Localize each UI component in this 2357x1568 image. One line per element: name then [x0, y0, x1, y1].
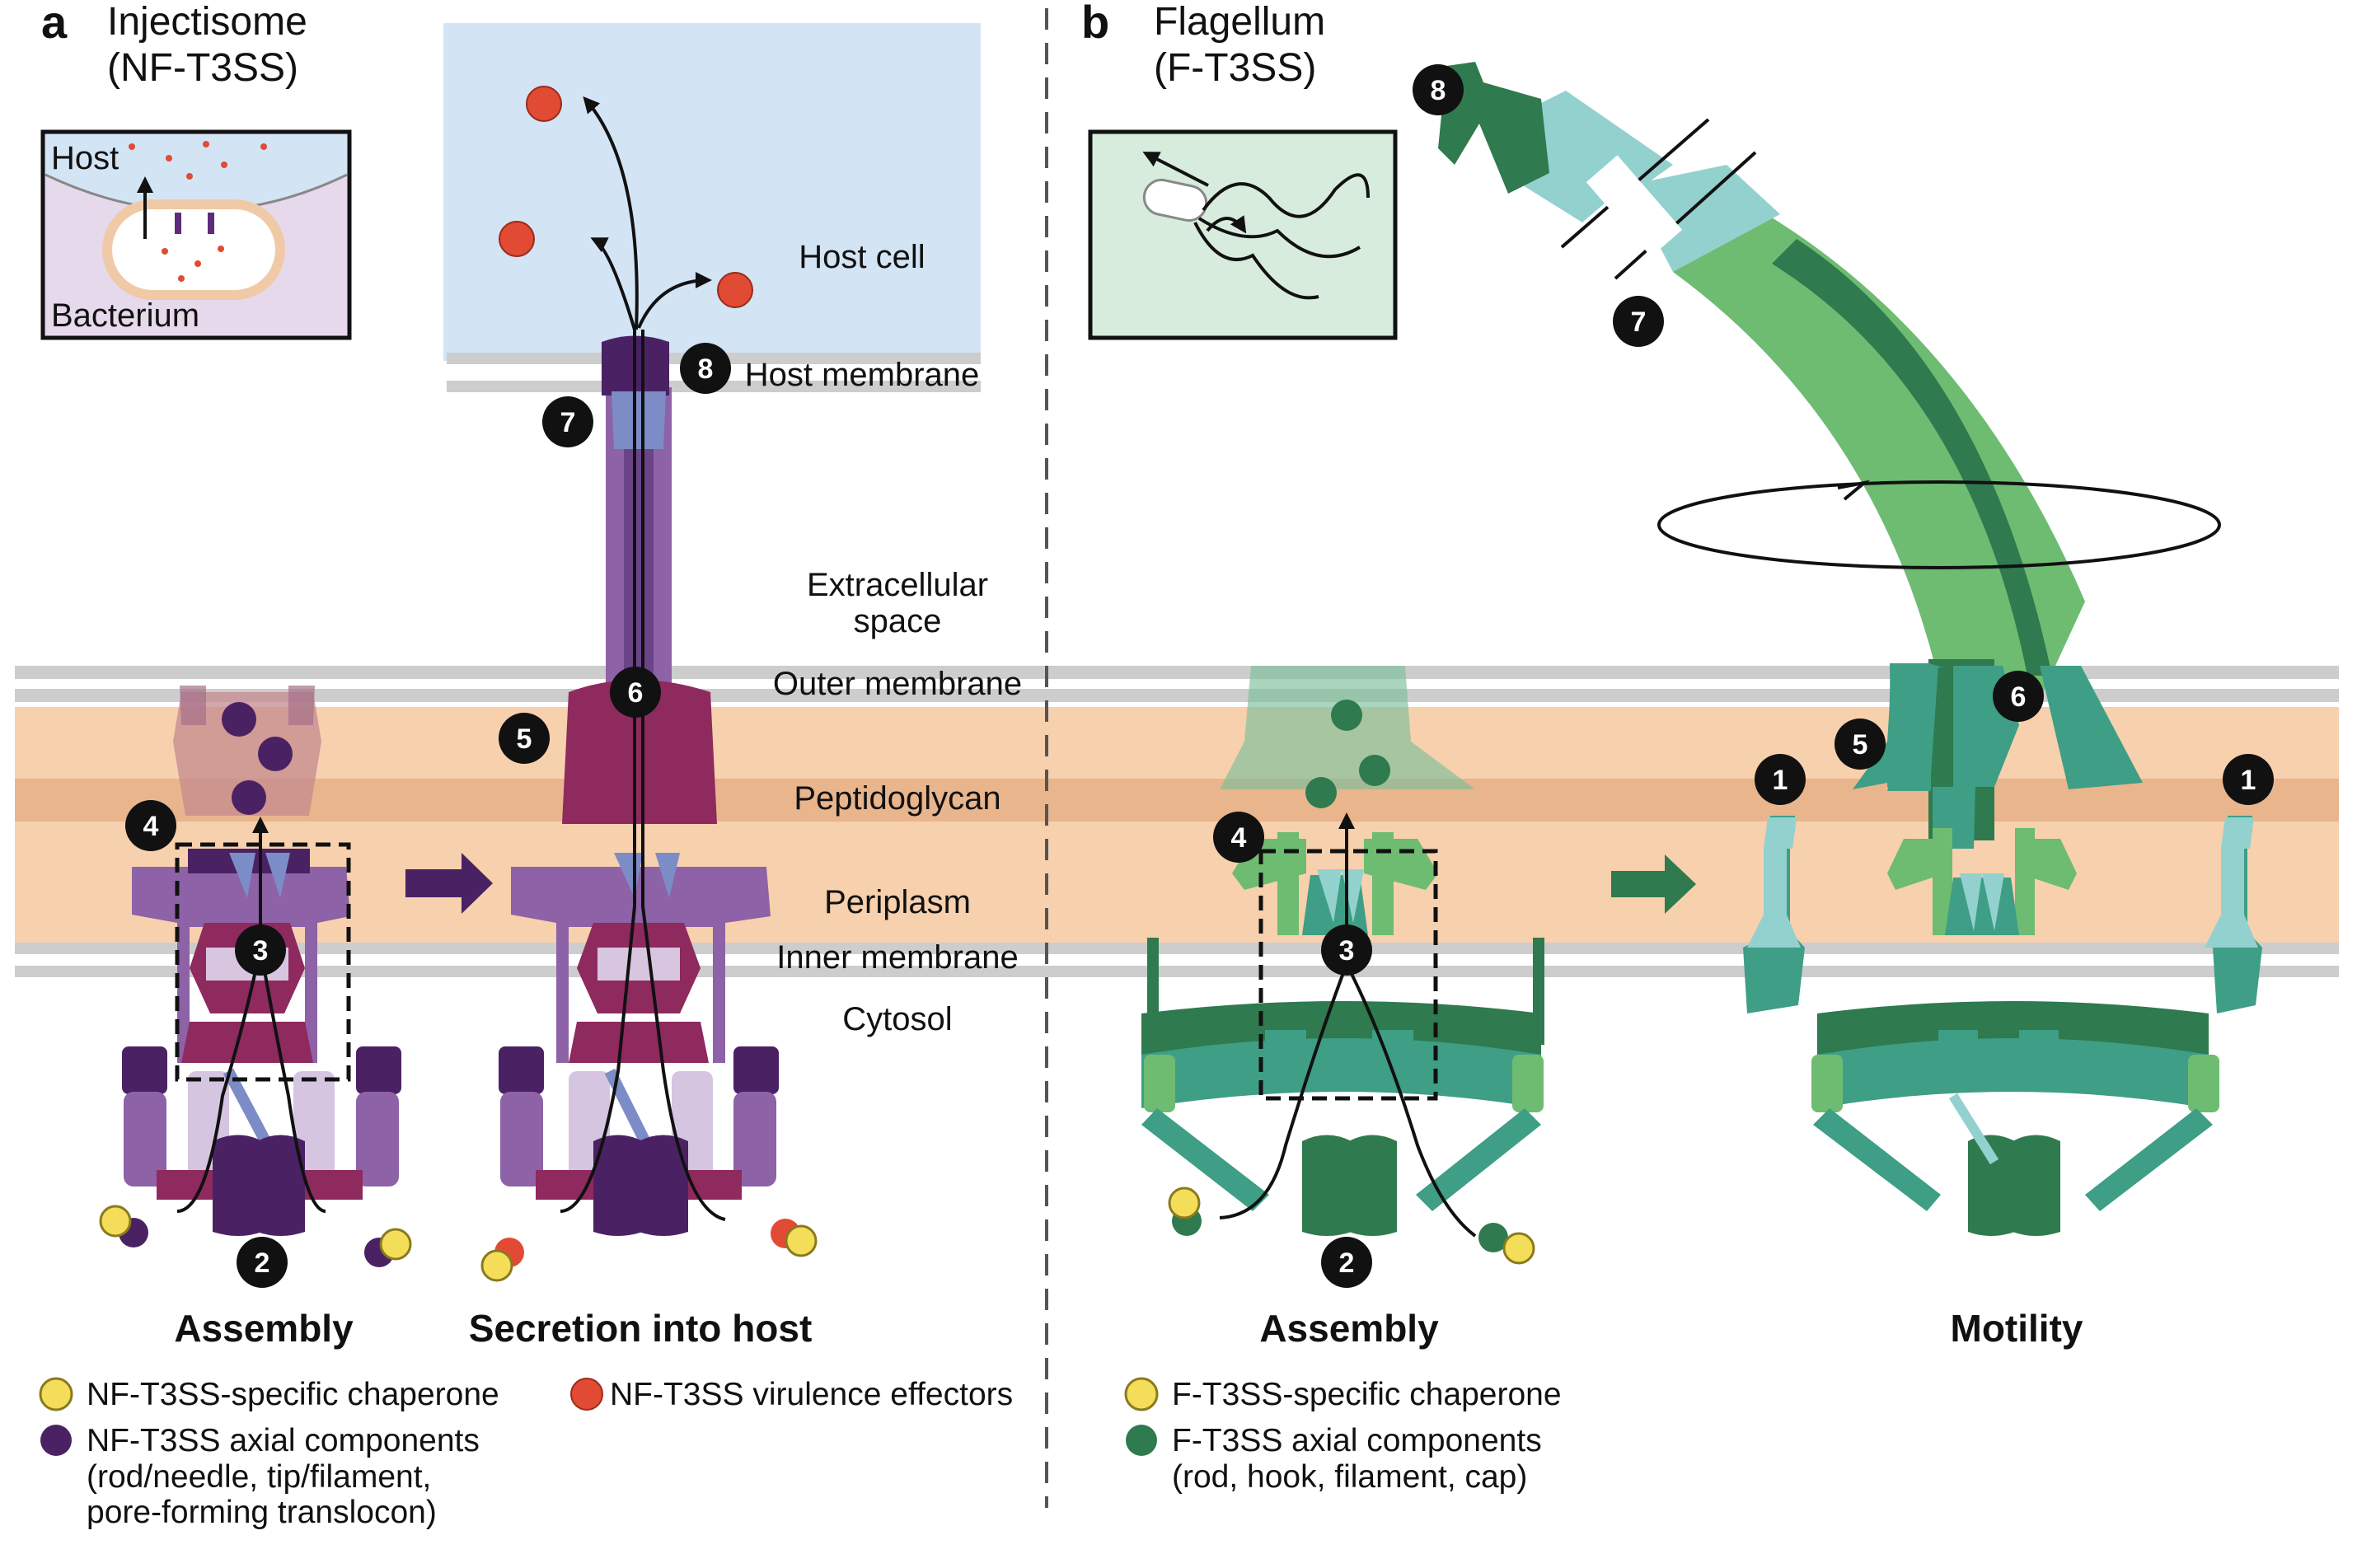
- svg-text:5: 5: [517, 723, 532, 755]
- svg-text:7: 7: [560, 407, 576, 438]
- svg-text:2: 2: [255, 1247, 270, 1279]
- legend-b-chaperone: F-T3SS-specific chaperone: [1172, 1377, 1562, 1412]
- panel-a-subtitle: (NF-T3SS): [107, 46, 298, 90]
- cytosol-label: Cytosol: [842, 1001, 952, 1037]
- marker-6-b: 6: [1993, 671, 2044, 722]
- host-cell: [443, 23, 981, 392]
- panel-a-letter: a: [41, 0, 68, 48]
- legend: NF-T3SS-specific chaperone NF-T3SS axial…: [39, 1377, 1562, 1530]
- rotation-arrow-icon: [1657, 480, 2221, 569]
- legend-yellow-swatch-b: [1124, 1377, 1159, 1411]
- extracellular-label: Extracellular: [807, 567, 988, 603]
- legend-purple-swatch: [40, 1425, 72, 1456]
- flagellum-motile: [1438, 62, 2262, 1236]
- legend-red-swatch: [570, 1378, 603, 1411]
- svg-text:8: 8: [1431, 75, 1446, 106]
- marker-5-a: 5: [499, 713, 550, 764]
- swimming-bacterium-icon: [1088, 129, 1398, 340]
- injectisome-assembly: [99, 686, 412, 1267]
- host-membrane-label: Host membrane: [745, 357, 980, 393]
- panel-b-title: Flagellum: [1154, 0, 1325, 44]
- motility-label: Motility: [1951, 1307, 2083, 1350]
- legend-b-axial-1: F-T3SS axial components: [1172, 1423, 1542, 1458]
- marker-6-a: 6: [610, 667, 661, 718]
- bacterium-inset-icon: Host Bacterium: [40, 129, 352, 340]
- outer-membrane-top: [15, 666, 2339, 679]
- marker-7-a: 7: [542, 396, 593, 447]
- inset-host-label: Host: [51, 140, 119, 176]
- flagellum-assembly: [1141, 666, 1544, 1265]
- marker-4-a: 4: [125, 800, 176, 851]
- outer-membrane-label: Outer membrane: [773, 666, 1022, 702]
- assembly-label-a: Assembly: [174, 1307, 354, 1350]
- marker-8-a: 8: [680, 343, 731, 394]
- peptidoglycan-label: Peptidoglycan: [794, 780, 1000, 817]
- legend-a-axial-2: (rod/needle, tip/filament,: [87, 1459, 431, 1495]
- panel-b-progress-arrow: [1611, 854, 1696, 914]
- marker-2-b: 2: [1321, 1237, 1372, 1288]
- svg-text:4: 4: [143, 811, 159, 842]
- legend-yellow-swatch-a: [39, 1377, 73, 1411]
- svg-text:3: 3: [253, 935, 269, 967]
- legend-a-chaperone: NF-T3SS-specific chaperone: [87, 1377, 499, 1412]
- extracellular-label-2: space: [854, 603, 942, 639]
- inner-membrane-label: Inner membrane: [776, 939, 1018, 976]
- legend-a-axial-1: NF-T3SS axial components: [87, 1423, 480, 1458]
- marker-3-b: 3: [1321, 924, 1372, 976]
- svg-text:2: 2: [1339, 1247, 1355, 1279]
- legend-a-axial-3: pore-forming translocon): [87, 1495, 437, 1530]
- svg-text:1: 1: [1773, 765, 1788, 796]
- panel-a-progress-arrow: [405, 853, 493, 914]
- svg-text:7: 7: [1631, 307, 1647, 338]
- marker-2-a: 2: [237, 1237, 288, 1288]
- marker-8-b: 8: [1413, 64, 1464, 115]
- compartment-labels: Host cell Host membrane Extracellular sp…: [745, 239, 1022, 1037]
- inner-membrane-bottom: [15, 966, 2339, 977]
- svg-text:5: 5: [1853, 729, 1868, 761]
- svg-text:6: 6: [2011, 681, 2027, 713]
- host-cell-area: [443, 23, 981, 361]
- secretion-label: Secretion into host: [469, 1307, 813, 1350]
- legend-green-swatch: [1126, 1425, 1157, 1456]
- svg-text:4: 4: [1231, 822, 1247, 854]
- legend-b-axial-2: (rod, hook, filament, cap): [1172, 1459, 1527, 1495]
- panel-b-letter: b: [1081, 0, 1109, 48]
- legend-a-effectors: NF-T3SS virulence effectors: [610, 1377, 1013, 1412]
- markers: 4 3 2 5 6 7 8 8 7 4 3 2 5 6 1 1: [125, 64, 2274, 1288]
- marker-7-b: 7: [1613, 296, 1664, 347]
- marker-4-b: 4: [1213, 812, 1264, 863]
- host-cell-label: Host cell: [799, 239, 925, 275]
- marker-1-b-right: 1: [2223, 754, 2274, 805]
- svg-text:6: 6: [628, 677, 644, 709]
- svg-text:1: 1: [2241, 765, 2256, 796]
- periplasm-label: Periplasm: [824, 884, 971, 920]
- marker-5-b: 5: [1835, 718, 1886, 770]
- svg-text:3: 3: [1339, 935, 1355, 967]
- panel-a-title: Injectisome: [107, 0, 307, 44]
- assembly-label-b: Assembly: [1259, 1307, 1439, 1350]
- inset-bacterium-label: Bacterium: [51, 297, 199, 334]
- svg-text:8: 8: [698, 353, 714, 385]
- marker-3-a: 3: [235, 924, 286, 976]
- panel-b-subtitle: (F-T3SS): [1154, 46, 1316, 90]
- inner-membrane-top: [15, 943, 2339, 954]
- marker-1-b-left: 1: [1755, 754, 1806, 805]
- injectisome-secreting: [480, 86, 818, 1282]
